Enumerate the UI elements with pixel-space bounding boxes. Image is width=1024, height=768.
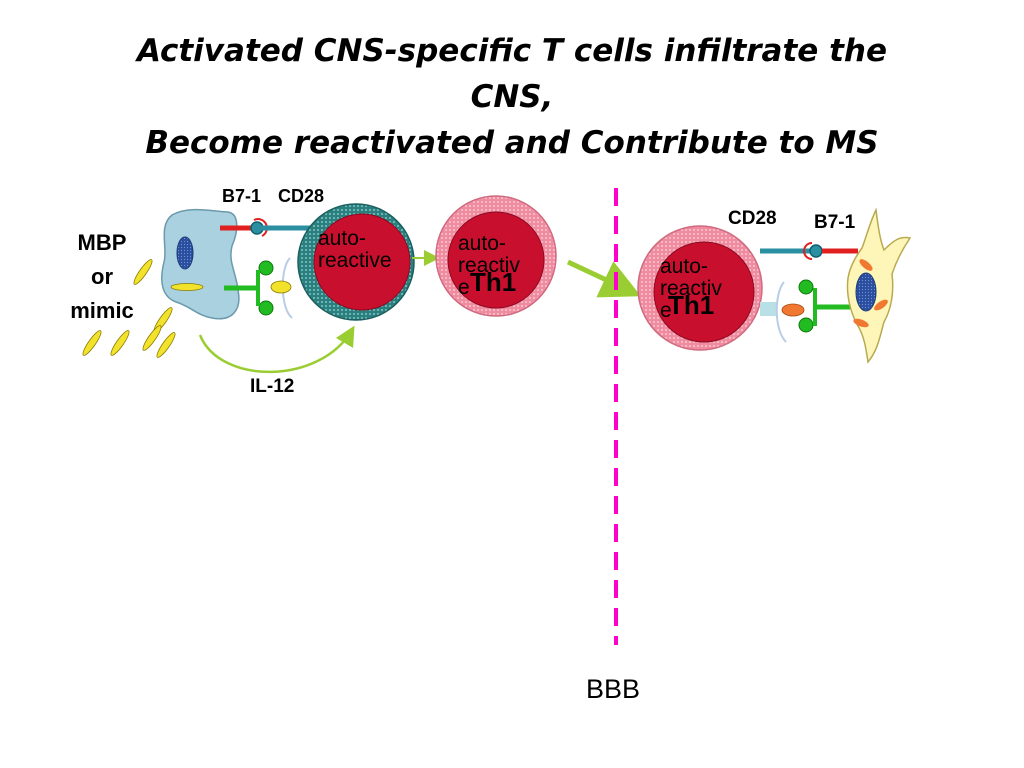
processed-antigen	[170, 283, 204, 291]
b7-1-label-left: B7-1	[222, 186, 262, 206]
right-cd28-b7-pair	[760, 242, 858, 260]
naive-cell-label-line-1: auto-	[318, 227, 366, 250]
migration-arrow	[566, 259, 642, 298]
left-mhc-tcr-complex	[224, 257, 293, 319]
antigen-fragments	[82, 259, 176, 358]
il12-label: IL-12	[250, 376, 295, 397]
microglia-nucleus	[855, 272, 877, 312]
antigen-label: MBP or mimic	[62, 226, 142, 328]
th1-middle-line-2: reactiv	[458, 254, 520, 277]
antigen-label-line-2: or	[91, 264, 113, 289]
th1-middle-label: auto- reactiv e Th1	[458, 233, 520, 299]
title-line-1: Activated CNS-specific T cells infiltrat…	[136, 33, 888, 69]
antigen-label-line-1: MBP	[77, 230, 127, 255]
right-mhc-tcr-complex	[760, 279, 850, 343]
th1-middle-subtype: Th1	[470, 267, 517, 297]
b7-1-label-right: B7-1	[814, 212, 856, 233]
th1-right-line-1: auto-	[660, 255, 708, 278]
microglia-cell	[846, 207, 912, 364]
antigen-label-line-3: mimic	[70, 298, 134, 323]
cd28-label-left: CD28	[278, 186, 325, 206]
antigen-presenting-cell	[161, 208, 240, 320]
th1-middle-line-1: auto-	[458, 232, 506, 255]
naive-cell-label-line-2: reactive	[318, 249, 392, 272]
cd28-label-right: CD28	[728, 208, 777, 229]
th1-right-line-2: reactiv	[660, 277, 722, 300]
th1-middle-line-3: e	[458, 276, 470, 299]
th1-right-line-3: e	[660, 299, 672, 322]
il12-arrow	[198, 325, 355, 374]
slide-title: Activated CNS-specific T cells infiltrat…	[0, 28, 1024, 166]
apc-nucleus	[176, 236, 194, 270]
left-b7-cd28-pair	[220, 218, 312, 237]
bbb-label: BBB	[586, 674, 641, 704]
th1-cell-cns	[637, 225, 763, 351]
th1-cell-periphery	[435, 195, 557, 317]
title-line-3: Become reactivated and Contribute to MS	[145, 125, 879, 161]
th1-right-subtype: Th1	[668, 290, 715, 320]
title-line-2: CNS,	[470, 79, 554, 115]
naive-cell-label: auto- reactive	[318, 228, 392, 272]
naive-autoreactive-t-cell	[297, 203, 415, 321]
th1-right-label: auto- reactiv e Th1	[660, 256, 722, 322]
